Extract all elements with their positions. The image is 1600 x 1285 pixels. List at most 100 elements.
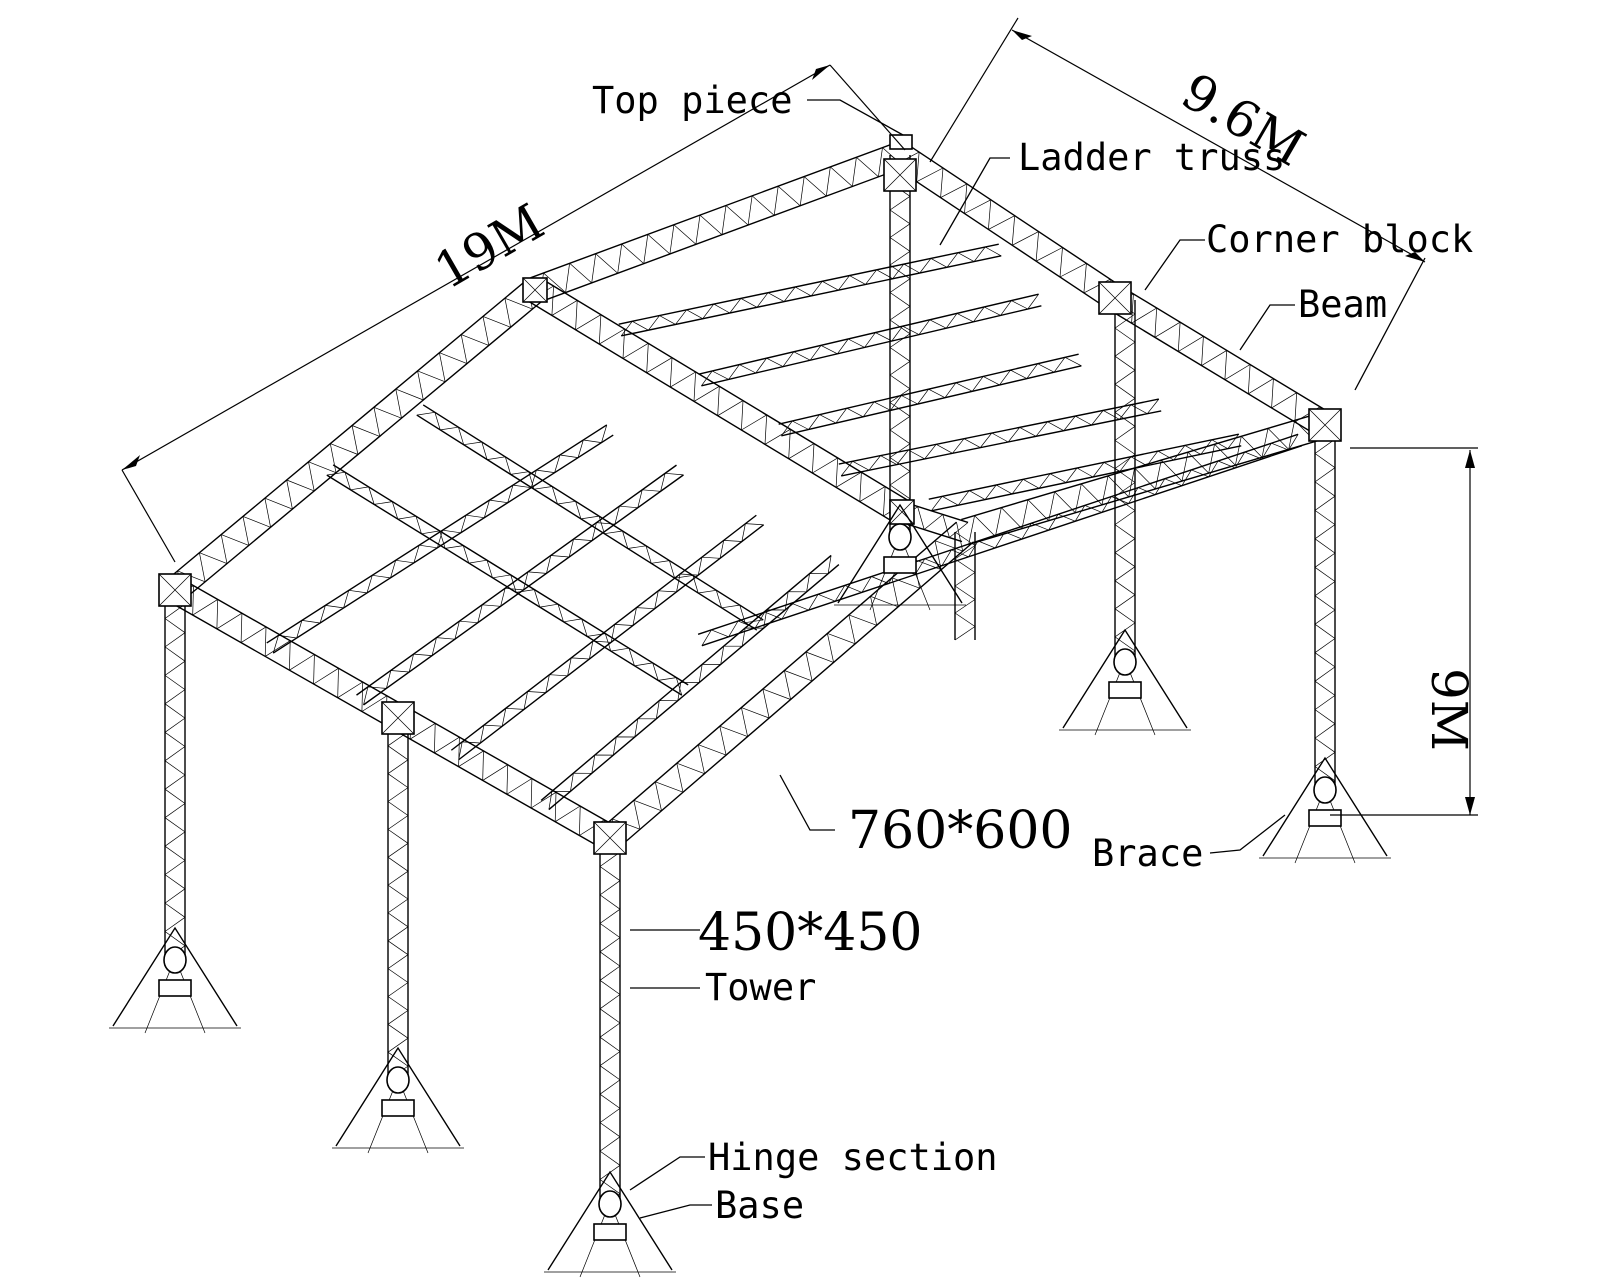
beam-ridge-chord-a <box>527 300 896 524</box>
ladder-truss-8-chord-b <box>698 293 1039 375</box>
base-front-mid-brace <box>335 1046 461 1147</box>
base-right-front-plate <box>1308 809 1342 827</box>
tower-front-center-lacing <box>599 837 621 1209</box>
label-beam: Beam <box>1298 283 1387 326</box>
base-right-back-plate <box>1108 681 1142 699</box>
ladder-truss-10-chord-b <box>838 398 1159 465</box>
ladder-truss-9-chord-a <box>781 365 1082 437</box>
beam-left-rake-chord-a <box>182 299 544 601</box>
leader-beam <box>1239 304 1295 351</box>
beam-right-chord-a <box>1107 308 1319 437</box>
beam-ridge-chord-b <box>541 278 910 502</box>
ladder-truss-6-lacing <box>416 411 764 624</box>
ladder-truss-12-chord-a <box>701 445 1303 647</box>
beam-right-low-lacing <box>968 412 1322 545</box>
corner-block-right-back-x2 <box>1098 281 1132 315</box>
truss-structure <box>109 134 1391 1278</box>
ladder-truss-5-chord-a <box>326 474 683 696</box>
base-right-back-hinge <box>1113 648 1137 676</box>
corner-block-front-mid-x2 <box>381 701 415 735</box>
dim-arrow-height-top <box>1465 450 1475 468</box>
beam-step-chord-b <box>904 501 969 524</box>
beam-right-low-chord-b <box>961 411 1322 521</box>
base-right-front-brace <box>1262 756 1388 857</box>
dim-ext-width-left <box>929 17 1019 163</box>
leader-beam-size <box>779 774 835 831</box>
label-brace: Brace <box>1092 832 1203 875</box>
dim-arrow-width-left <box>1012 30 1032 40</box>
leader-hinge-section <box>629 1156 705 1191</box>
tower-right-back-lacing <box>1114 299 1136 666</box>
dim-arrow-height-bottom <box>1465 797 1475 815</box>
tower-rear-center-lacing <box>889 154 911 541</box>
ladder-truss-5-lacing <box>326 471 683 696</box>
tower-right-front-lacing <box>1314 424 1336 796</box>
leader-lines <box>629 99 1426 1219</box>
label-base: Base <box>715 1184 804 1227</box>
base-front-mid-plate <box>381 1099 415 1117</box>
base-front-left-hinge <box>163 946 187 974</box>
base-front-left-plate <box>158 979 192 997</box>
leader-brace <box>1209 814 1286 854</box>
ladder-truss-10-lacing <box>840 398 1160 477</box>
dimension-lines <box>121 17 1478 816</box>
dim-line-width <box>1011 29 1426 263</box>
beam-ridge-lacing <box>528 285 909 517</box>
leader-base <box>639 1204 712 1219</box>
dim-ext-length-left <box>121 469 176 563</box>
ladder-truss-8-chord-a <box>701 305 1042 387</box>
base-front-mid-hinge <box>386 1066 410 1094</box>
tower-front-left-lacing <box>164 589 186 961</box>
dim-ext-length-right <box>829 64 906 151</box>
dim-arrow-length-right <box>812 65 830 80</box>
ladder-truss-11-chord-a <box>931 445 1242 512</box>
beam-right-low-chord-a <box>968 436 1329 546</box>
beam-left-rake-chord-b <box>166 279 528 581</box>
ladder-truss-4-chord-b <box>540 554 832 801</box>
ladder-truss-12-lacing <box>701 434 1299 646</box>
ladder-truss-12-chord-b <box>697 433 1299 635</box>
ladder-truss-7-chord-b <box>618 243 999 325</box>
leader-corner-block <box>1144 239 1205 291</box>
ladder-truss-11-lacing <box>930 433 1240 512</box>
dim-line-length <box>121 64 831 471</box>
corner-block-right-front-x2 <box>1308 408 1342 442</box>
ladder-truss-4-chord-a <box>548 564 840 811</box>
ladder-truss-8-lacing <box>701 293 1039 387</box>
label-corner-block: Corner block <box>1206 218 1473 261</box>
leader-ladder-truss <box>939 157 1010 246</box>
beam-front-right-rake-chord-a <box>618 541 974 849</box>
base-rear-center-hinge <box>888 523 912 551</box>
labels: Top piece Ladder truss Corner block Beam… <box>425 62 1478 1227</box>
ladder-truss-2-lacing <box>363 472 684 705</box>
tower-front-mid-lacing <box>387 717 409 1081</box>
ladder-truss-10-chord-a <box>841 410 1162 477</box>
corner-block-rear-center-x2 <box>883 158 917 192</box>
dim-arrow-width-right <box>1405 252 1425 262</box>
corner-block-rear-left-x2 <box>522 277 548 303</box>
base-right-back-brace <box>1062 628 1188 729</box>
dim-arrow-length-left <box>122 455 140 470</box>
ladder-truss-2-chord-b <box>356 464 677 696</box>
label-tower-size: 450*450 <box>698 903 923 963</box>
ladder-truss-6-chord-a <box>416 414 758 631</box>
base-front-center-brace <box>547 1170 673 1271</box>
ladder-truss-7-lacing <box>620 246 1002 337</box>
base-rear-center-brace <box>837 503 963 604</box>
dim-label-height: 9M <box>1420 668 1478 751</box>
ladder-truss-1-chord-a <box>272 434 614 654</box>
corner-block-ridge-x2 <box>889 499 915 525</box>
corner-block-front-left-x2 <box>158 573 192 607</box>
ladder-truss-1-lacing <box>272 424 608 654</box>
base-front-center-hinge <box>598 1190 622 1218</box>
ladder-truss-1-chord-b <box>266 424 608 644</box>
base-rear-center-plate <box>883 556 917 574</box>
corner-block-front-center-x2 <box>593 821 627 855</box>
beam-step-chord-a <box>898 520 963 543</box>
base-right-front-hinge <box>1313 776 1337 804</box>
base-front-center-plate <box>593 1223 627 1241</box>
ladder-truss-3-lacing <box>458 523 764 760</box>
label-beam-size: 760*600 <box>848 801 1073 861</box>
